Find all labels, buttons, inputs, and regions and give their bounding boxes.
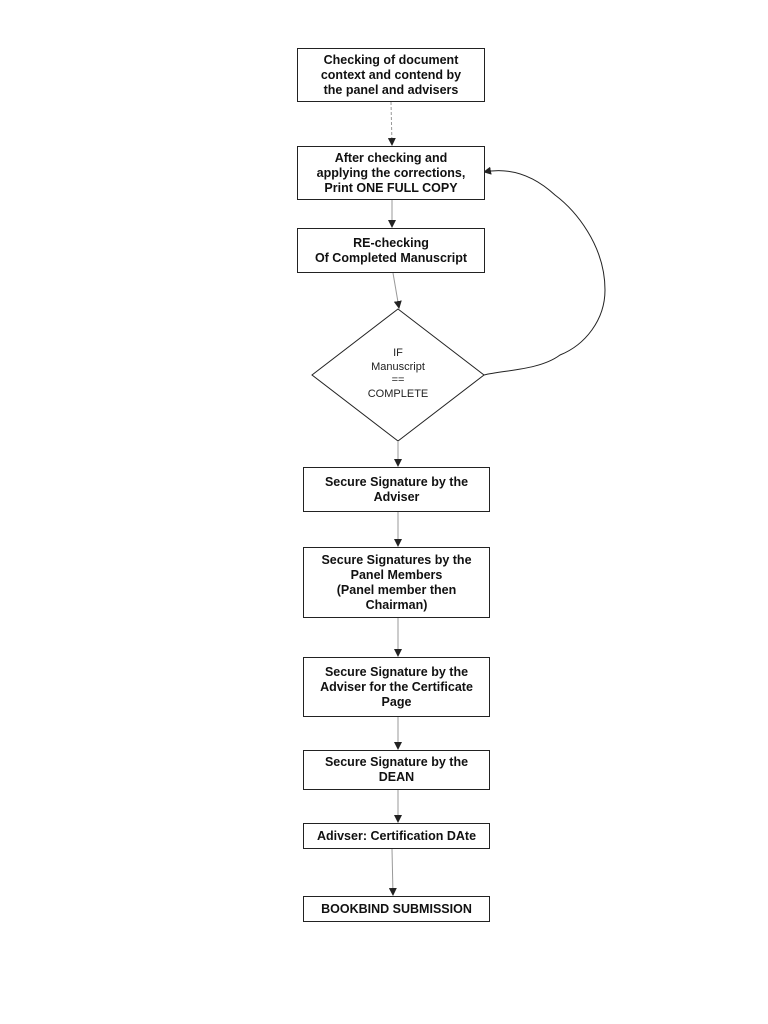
step-check-context: Checking of document context and contend… xyxy=(297,48,485,102)
step-sign-panel: Secure Signatures by the Panel Members (… xyxy=(303,547,490,618)
arrow-check-to-print xyxy=(387,101,396,146)
step-bookbind: BOOKBIND SUBMISSION xyxy=(303,896,490,922)
arrow-certdate-to-bookbind xyxy=(388,848,397,896)
arrow-recheck-to-decision xyxy=(392,272,402,309)
step-sign-dean: Secure Signature by the DEAN xyxy=(303,750,490,790)
step-sign-certificate: Secure Signature by the Adviser for the … xyxy=(303,657,490,717)
step-certification-date: Adivser: Certification DAte xyxy=(303,823,490,849)
decision-label: IF Manuscript == COMPLETE xyxy=(367,347,429,400)
step-print-copy: After checking and applying the correcti… xyxy=(297,146,485,200)
step-sign-adviser: Secure Signature by the Adviser xyxy=(303,467,490,512)
step-rechecking: RE-checking Of Completed Manuscript xyxy=(297,228,485,273)
loop-back-path xyxy=(483,166,606,376)
